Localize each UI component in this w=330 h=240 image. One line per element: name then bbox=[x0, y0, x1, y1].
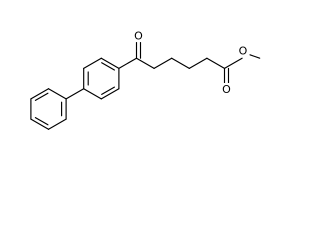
methyl-ester-group: O O bbox=[220, 45, 261, 96]
ester-carbonyl-oxygen-label: O bbox=[222, 83, 231, 96]
ketone-group: O bbox=[118, 30, 145, 69]
structure-canvas: O O O bbox=[30, 30, 261, 130]
phenylene-ring bbox=[83, 57, 120, 100]
chemical-structure: O O O bbox=[30, 30, 261, 130]
terminal-phenyl-ring bbox=[30, 88, 67, 130]
biaryl-bond bbox=[65, 88, 85, 100]
ester-ether-oxygen-label: O bbox=[239, 45, 248, 58]
ketone-oxygen-label: O bbox=[134, 30, 143, 43]
alkyl-chain bbox=[135, 57, 226, 69]
